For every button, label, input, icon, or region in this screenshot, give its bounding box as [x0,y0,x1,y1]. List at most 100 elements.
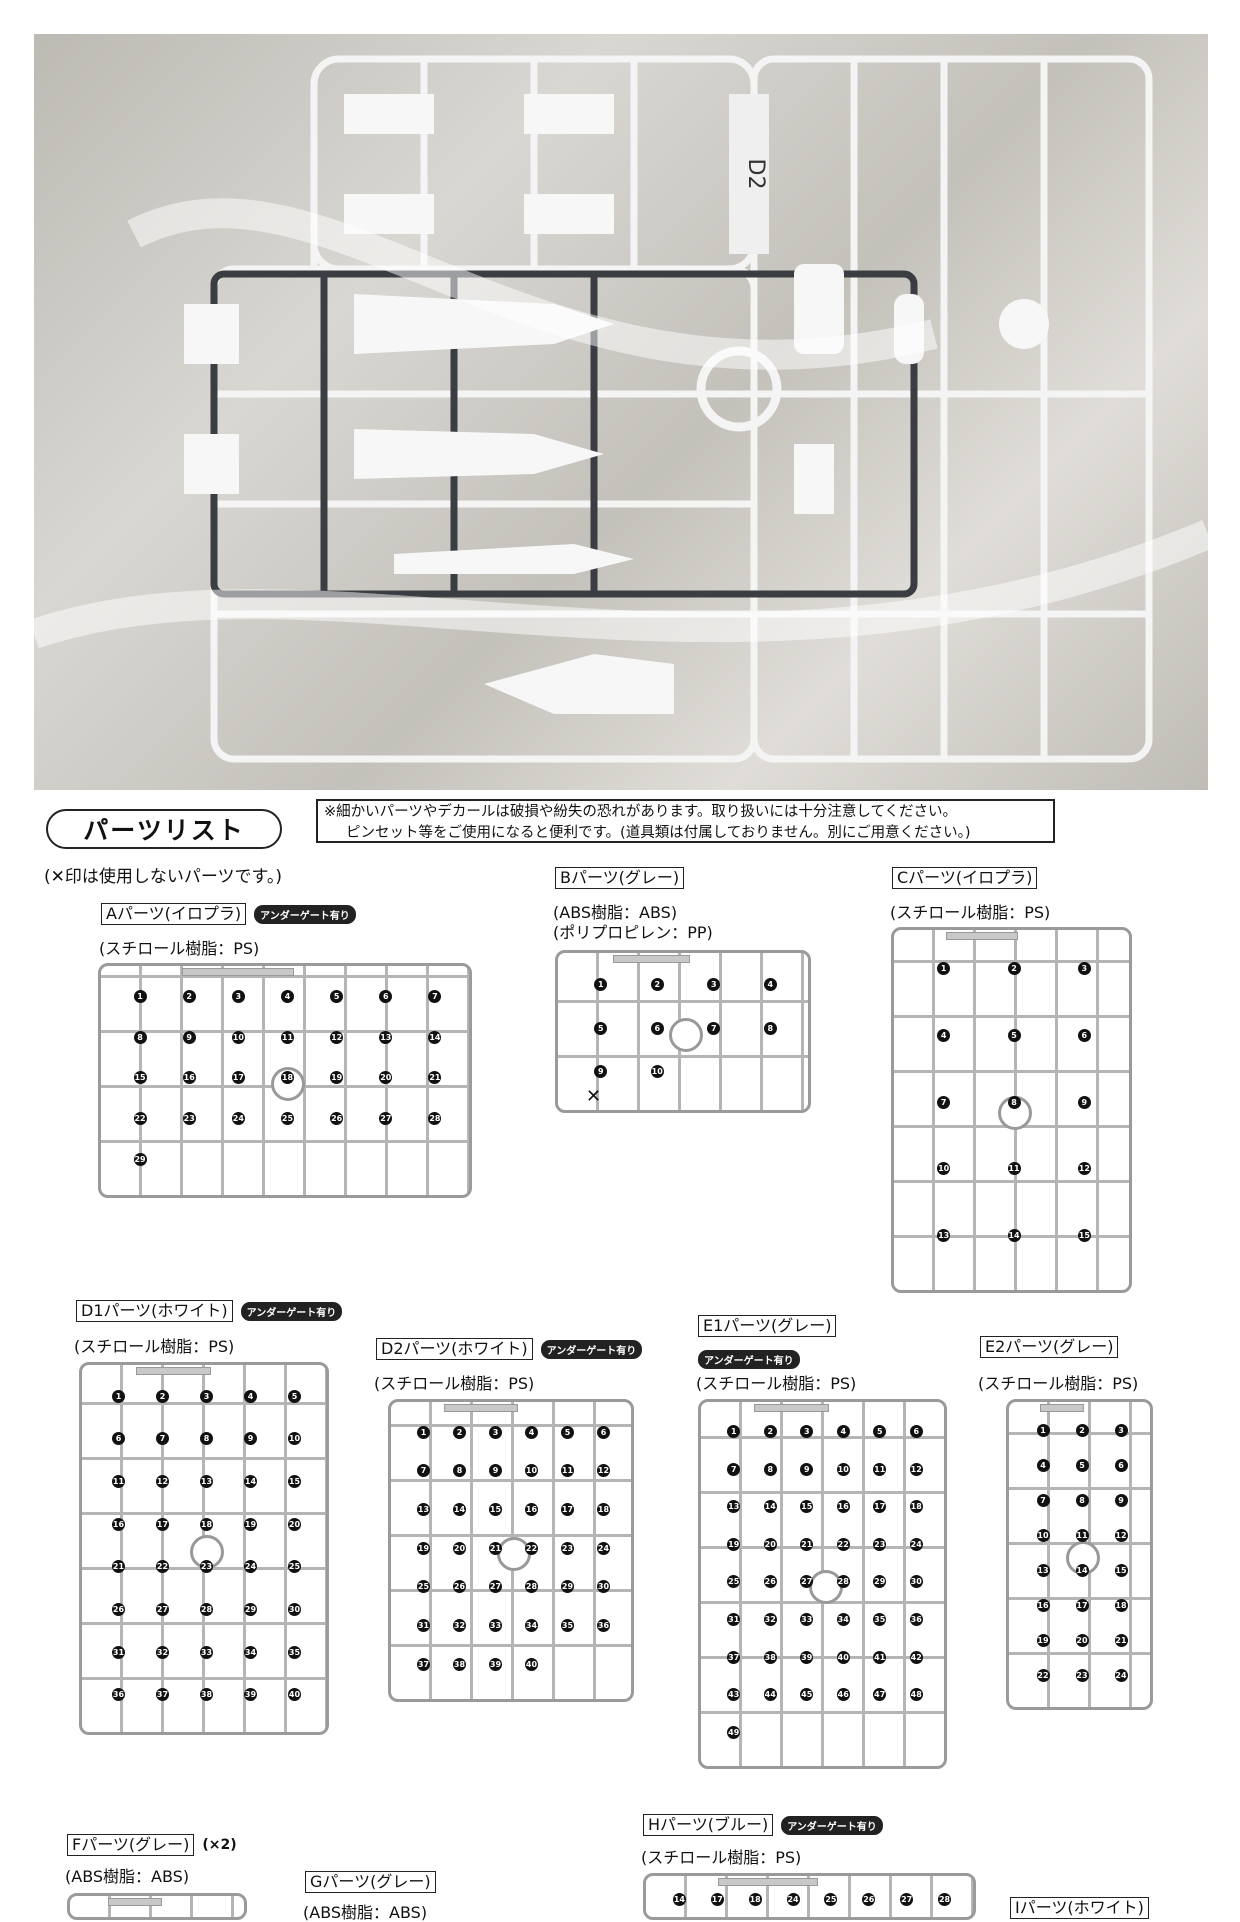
part-number: 1 [937,962,951,976]
part-number: 25 [417,1580,430,1594]
part-number: 31 [417,1619,430,1633]
part-number: 10 [525,1464,538,1478]
runner-label-b: Bパーツ(グレー) [555,867,685,889]
part-number: 15 [133,1071,147,1085]
part-number: 46 [836,1688,850,1702]
part-number: 19 [330,1071,344,1085]
part-number: 17 [1075,1598,1089,1612]
undergate-badge: アンダーゲート有り [240,1301,343,1321]
unused-parts-legend: (✕印は使用しないパーツです。) [44,867,282,887]
part-number: 10 [1036,1529,1050,1543]
part-number: 40 [525,1657,538,1671]
part-number: 2 [453,1425,466,1439]
part-number: 10 [231,1030,245,1044]
runner-tag-plate [754,1404,830,1412]
part-number: 34 [525,1619,538,1633]
part-number: 1 [594,978,608,992]
part-number: 15 [800,1500,814,1514]
part-number: 15 [1077,1229,1091,1243]
part-number: 25 [288,1560,301,1574]
part-number: 39 [489,1657,502,1671]
part-number: 38 [453,1657,466,1671]
part-number: 27 [379,1111,393,1125]
part-number: 36 [112,1688,125,1702]
part-number: 28 [836,1575,850,1589]
part-number: 4 [244,1389,257,1403]
part-number: 32 [763,1613,777,1627]
part-number: 14 [1075,1563,1089,1577]
part-number: 14 [428,1030,442,1044]
part-number: 3 [489,1425,502,1439]
part-number: 45 [800,1688,814,1702]
part-number: 15 [288,1475,301,1489]
part-number: 17 [231,1071,245,1085]
part-number: 6 [597,1425,610,1439]
part-number: 13 [1036,1563,1050,1577]
part-number: 2 [156,1389,169,1403]
part-number: 9 [1114,1494,1128,1508]
part-number: 24 [231,1111,245,1125]
part-number: 13 [379,1030,393,1044]
undergate-badge: アンダーゲート有り [781,1815,883,1835]
note-line: ピンセット等をご使用になると便利です。(道具類は付属しておりません。別にご用意く… [346,825,971,841]
part-number: 16 [182,1071,196,1085]
material-label: (スチロール樹脂：PS) [978,1374,1139,1393]
sprue-illustration: D2 [34,55,1208,763]
runner-header-f: Fパーツ(グレー)(×2) [67,1834,237,1856]
part-number: 4 [1036,1459,1050,1473]
unused-part-mark: ✕ [586,1086,602,1107]
part-number: 27 [900,1892,914,1906]
part-number: 12 [330,1030,344,1044]
part-number: 15 [489,1503,502,1517]
undergate-badge: アンダーゲート有り [540,1339,643,1359]
part-number: 21 [428,1071,442,1085]
material-label: (ABS樹脂：ABS) [303,1903,428,1922]
part-number: 11 [561,1464,574,1478]
part-number: 4 [836,1425,850,1439]
material-label: (ABS樹脂：ABS) [65,1867,190,1886]
part-number: 8 [1007,1095,1021,1109]
part-number: 41 [873,1650,887,1664]
part-number: 7 [156,1432,169,1446]
part-number: 9 [1077,1095,1091,1109]
part-number: 34 [836,1613,850,1627]
part-number: 7 [428,990,442,1004]
material-label: (スチロール樹脂：PS) [641,1848,802,1867]
part-number: 13 [937,1229,951,1243]
runner-label-f: Fパーツ(グレー) [67,1834,195,1856]
part-number: 24 [597,1541,610,1555]
part-number: 12 [1114,1529,1128,1543]
part-number: 35 [561,1619,574,1633]
part-number: 7 [707,1021,721,1035]
part-number: 48 [909,1688,923,1702]
part-number: 26 [112,1602,125,1616]
part-number: 16 [525,1503,538,1517]
part-number: 11 [281,1030,294,1044]
part-number: 4 [937,1028,951,1042]
part-number: 12 [909,1462,923,1476]
part-number: 8 [133,1030,147,1044]
runner-header-b: Bパーツ(グレー) [555,867,685,889]
part-number: 21 [112,1560,125,1574]
runner-label-g: Gパーツ(グレー) [305,1871,436,1893]
note-line: ※細かいパーツやデカールは破損や紛失の恐れがあります。取り扱いには十分注意してく… [324,804,958,820]
part-number: 13 [200,1475,213,1489]
runner-tag-plate [717,1878,819,1886]
part-number: 36 [909,1613,923,1627]
part-number: 30 [288,1602,301,1616]
part-number: 6 [909,1425,923,1439]
part-number: 37 [727,1650,741,1664]
part-number: 7 [1036,1494,1050,1508]
part-number: 23 [873,1537,887,1551]
part-number: 10 [937,1162,951,1176]
runner-header-h: Hパーツ(ブルー)アンダーゲート有り [643,1814,883,1836]
part-number: 14 [672,1892,686,1906]
part-number: 39 [244,1688,257,1702]
runner-label-c: Cパーツ(イロプラ) [892,867,1038,889]
part-number: 3 [800,1425,814,1439]
material-label: (スチロール樹脂：PS) [99,939,260,958]
